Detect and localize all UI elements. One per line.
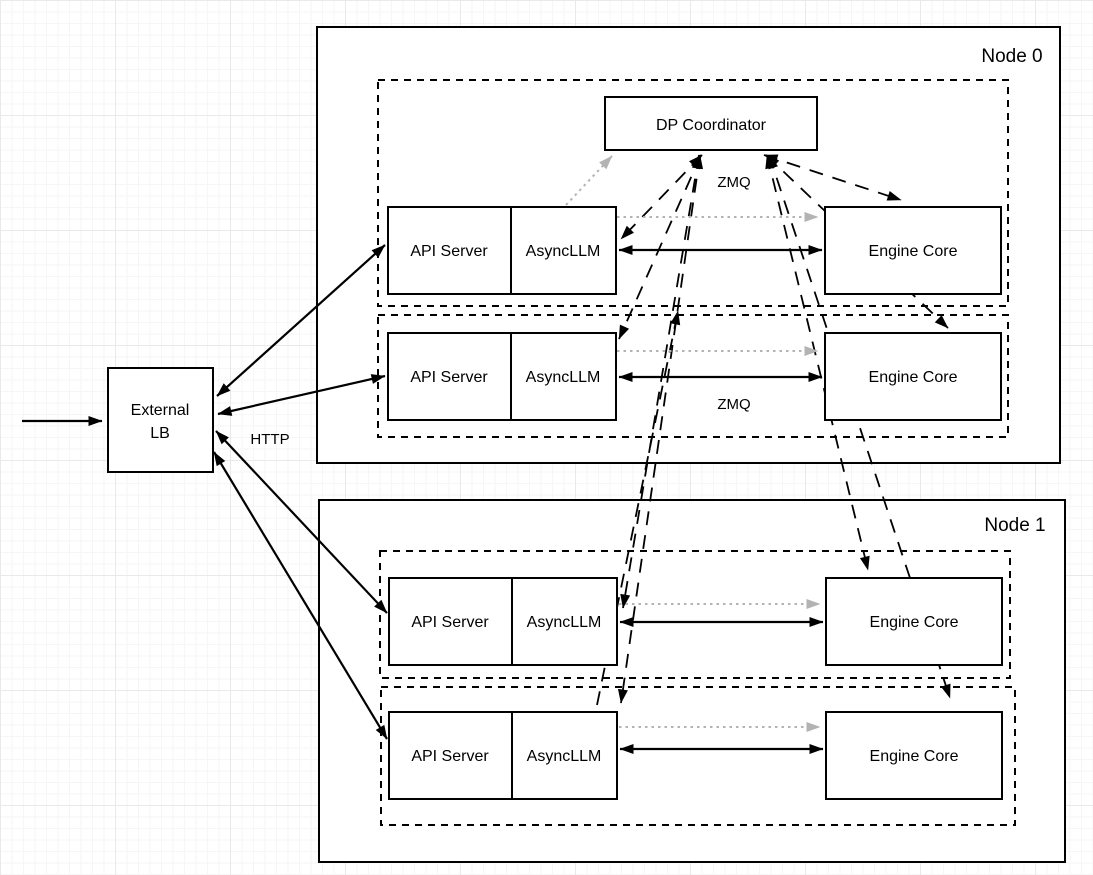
engine-core-label: Engine Core	[869, 369, 958, 386]
api-asyncllm-box-n0r2	[387, 332, 617, 421]
lb-api-arrow-n1r2	[213, 451, 388, 740]
engine-core-box-n0r2	[824, 332, 1002, 421]
asyncllm-dp-dotted-arrow	[565, 155, 613, 206]
asyncllm-label: AsyncLLM	[527, 748, 602, 765]
api-server-label: API Server	[411, 748, 489, 765]
lb-api-arrow-n0r1	[216, 244, 386, 397]
solid-edges	[22, 244, 824, 754]
engine-core-box-n1r2	[825, 711, 1003, 800]
api-asyncllm-box-n1r1	[388, 577, 618, 666]
asyncllm-label: AsyncLLM	[526, 243, 601, 260]
external-lb-box	[107, 367, 214, 473]
asyncllm-up-link	[596, 310, 681, 706]
zmq-coordinator-label: ZMQ	[717, 174, 750, 191]
engine-core-box-n0r1	[824, 206, 1002, 295]
engine-core-label: Engine Core	[870, 614, 959, 631]
asyncllm-label: AsyncLLM	[527, 614, 602, 631]
dp-coordinator-box	[604, 96, 818, 151]
dp-asyncllm-link-n1r2	[617, 154, 704, 704]
zmq-row-label: ZMQ	[717, 396, 750, 413]
asyncllm-label: AsyncLLM	[526, 369, 601, 386]
node1-container	[318, 499, 1066, 863]
engine-core-label: Engine Core	[869, 243, 958, 260]
lb-api-arrow-n0r2	[217, 374, 386, 416]
api-server-label: API Server	[410, 243, 488, 260]
api-server-label: API Server	[411, 614, 489, 631]
external-lb-label-line1: External	[131, 402, 190, 419]
node1-label: Node 1	[984, 515, 1045, 536]
dp-coordinator-label: DP Coordinator	[656, 117, 767, 134]
api-asyncllm-box-n0r1	[387, 206, 617, 295]
http-label: HTTP	[250, 431, 289, 448]
engine-core-label: Engine Core	[870, 748, 959, 765]
node0-label: Node 0	[981, 46, 1042, 67]
api-server-label: API Server	[410, 369, 488, 386]
api-asyncllm-box-n1r2	[388, 711, 618, 800]
external-lb-label-line2: LB	[150, 425, 170, 442]
dotted-edges	[565, 155, 821, 732]
engine-core-box-n1r1	[825, 577, 1003, 666]
